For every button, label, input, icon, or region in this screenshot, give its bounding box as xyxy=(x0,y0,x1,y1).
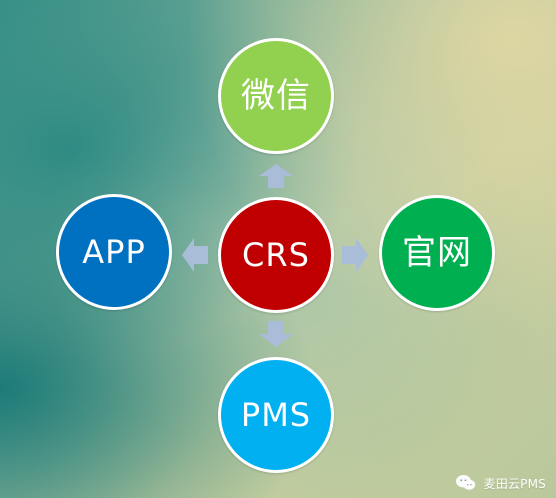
node-pms-label: PMS xyxy=(240,396,312,434)
node-pms: PMS xyxy=(218,357,334,473)
node-wechat-label: 微信 xyxy=(241,76,311,116)
arrow-down-shape xyxy=(259,321,293,347)
watermark-text: 麦田云PMS xyxy=(483,476,546,491)
node-crs: CRS xyxy=(218,197,334,313)
node-official-site: 官网 xyxy=(379,195,495,311)
arrow-right-shape xyxy=(342,238,368,272)
node-official-site-label: 官网 xyxy=(402,233,472,273)
arrow-down-to-pms xyxy=(259,321,293,347)
watermark: 麦田云PMS xyxy=(455,474,546,492)
arrow-left-shape xyxy=(182,238,208,272)
arrow-left-to-app xyxy=(182,238,208,272)
arrow-up-to-wechat xyxy=(259,164,293,188)
node-wechat: 微信 xyxy=(218,38,334,154)
wechat-icon xyxy=(455,475,475,490)
arrow-right-to-site xyxy=(342,238,368,272)
node-app-label: APP xyxy=(82,233,146,271)
node-crs-label: CRS xyxy=(242,236,310,274)
arrow-up-shape xyxy=(259,164,293,188)
node-app: APP xyxy=(56,194,172,310)
